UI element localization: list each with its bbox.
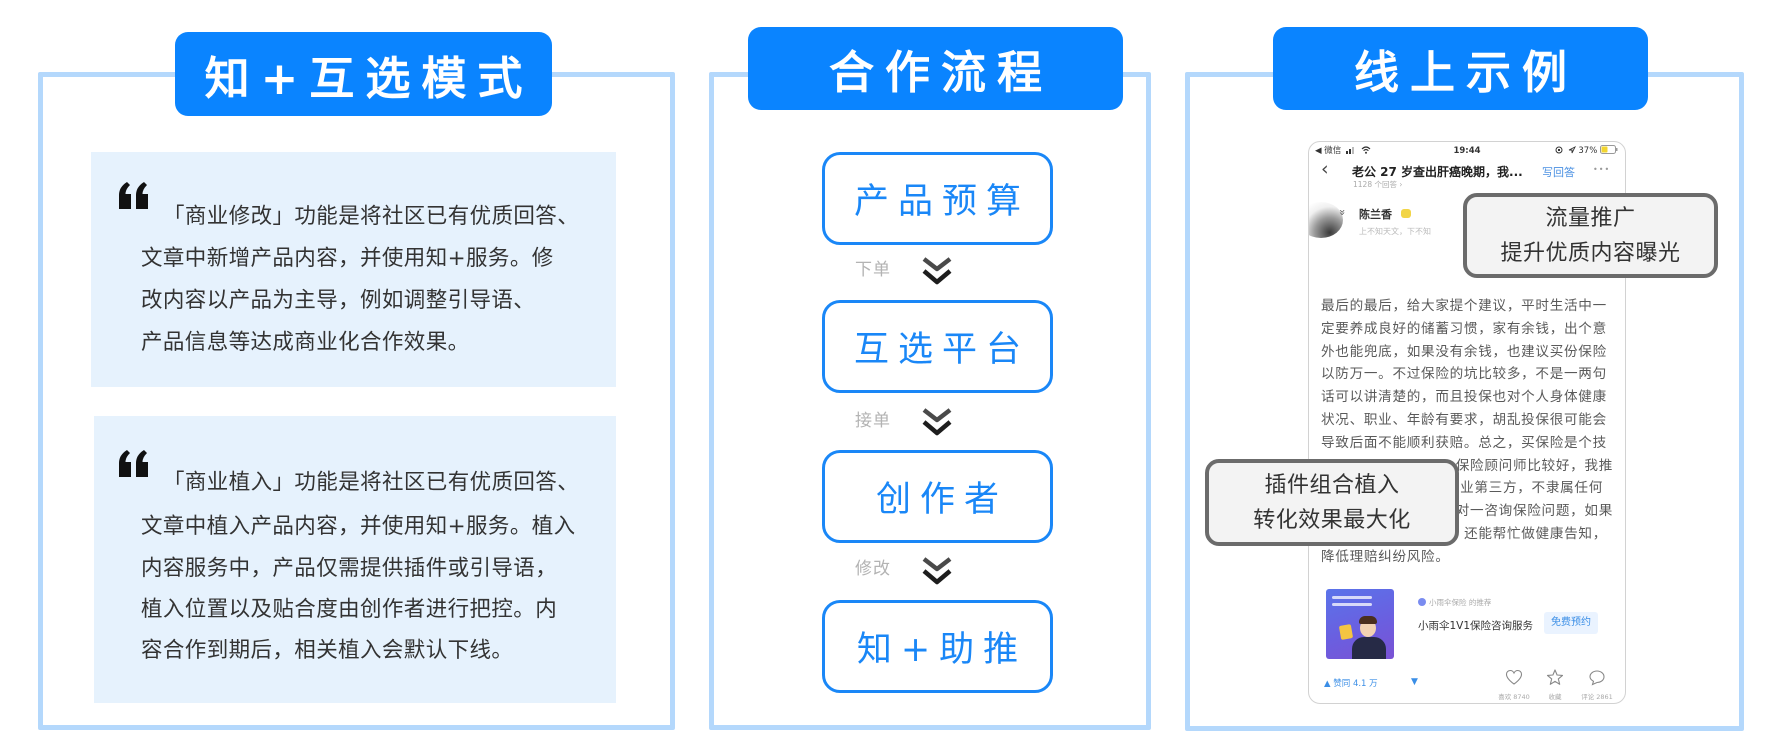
callout-line: 流量推广 xyxy=(1545,205,1636,231)
author-name[interactable]: 陈兰香 xyxy=(1359,208,1392,221)
question-title[interactable]: 老公 27 岁查出肝癌晚期，我... xyxy=(1352,165,1523,179)
connector-label-place-order: 下单 xyxy=(855,260,891,280)
upvote-icon: ▲ xyxy=(1324,679,1331,689)
free-booking-button[interactable]: 免费预约 xyxy=(1544,612,1598,634)
mode-panel-title: 知+互选模式 xyxy=(175,32,552,116)
step-boost-promotion: 知+助推 xyxy=(822,600,1053,693)
orientation-lock-icon xyxy=(1555,146,1563,154)
answer-body: 最后的最后，给大家提个建议，平时生活中一 定要养成良好的储蓄习惯，家有余钱，出个… xyxy=(1321,295,1613,569)
plugin-embed-callout: 插件组合植入 转化效果最大化 xyxy=(1205,459,1459,546)
card-text-line: 产品信息等达成商业化合作效果。 xyxy=(141,330,470,355)
card-text-line: 植入位置以及贴合度由创作者进行把控。内 xyxy=(141,597,558,622)
status-time: 19:44 xyxy=(1453,146,1481,156)
card-text-line: 「商业修改」功能是将社区已有优质回答、 xyxy=(163,204,580,229)
answer-body-line: 最后的最后，给大家提个建议，平时生活中一 xyxy=(1321,298,1607,314)
answer-count-link[interactable]: 1128 个回答 › xyxy=(1353,180,1403,189)
ad-source-label: 小雨伞保险 的推荐 xyxy=(1429,598,1492,607)
write-answer-button[interactable]: 写回答 xyxy=(1542,166,1575,179)
answer-body-line: 以防万一。不过保险的坑比较多，不是一两句 xyxy=(1321,366,1607,383)
ad-image-coin-icon xyxy=(1338,624,1354,640)
commercial-embed-card: 「商业植入」功能是将社区已有优质回答、 文章中植入产品内容，并使用知+服务。植入… xyxy=(94,416,616,703)
answer-body-line: 导致后面不能顺利获赔。总之，买保险是个技 xyxy=(1321,434,1607,451)
callout-line: 转化效果最大化 xyxy=(1253,507,1411,533)
location-icon xyxy=(1568,145,1576,154)
card-text-line: 文章中植入产品内容，并使用知+服务。植入 xyxy=(141,514,576,539)
heart-icon[interactable] xyxy=(1505,669,1523,686)
wifi-icon xyxy=(1361,146,1371,154)
battery-percent: 37% xyxy=(1578,146,1598,156)
double-chevron-down-icon xyxy=(922,257,952,285)
downvote-button[interactable]: ▼ xyxy=(1411,677,1418,687)
comment-icon[interactable] xyxy=(1589,669,1606,686)
author-badge-icon xyxy=(1401,209,1411,218)
ad-title[interactable]: 小雨伞1V1保险咨询服务 xyxy=(1418,620,1534,632)
comment-count-label: 评论 2861 xyxy=(1581,693,1613,701)
ad-source: 小雨伞保险 的推荐 xyxy=(1418,597,1491,608)
status-bar-left: ◀ 微信 xyxy=(1315,145,1371,158)
answer-body-line: 保险顾问师比较好，我推 xyxy=(1455,457,1613,474)
ad-source-logo-icon xyxy=(1418,598,1426,606)
ad-image-person-suit xyxy=(1352,637,1386,659)
step-product-budget: 产品预算 xyxy=(822,152,1053,245)
traffic-promotion-callout: 流量推广 提升优质内容曝光 xyxy=(1463,193,1718,278)
double-chevron-down-icon xyxy=(922,408,952,436)
more-options-icon[interactable]: ••• xyxy=(1593,165,1611,174)
answer-body-line: 降低理赔纠纷风险。 xyxy=(1321,548,1450,565)
callout-line: 提升优质内容曝光 xyxy=(1500,240,1681,266)
open-quote-icon xyxy=(119,182,148,209)
process-panel-title: 合作流程 xyxy=(748,27,1123,110)
ad-plugin-image[interactable] xyxy=(1326,589,1394,659)
answer-body-line: 还能帮忙做健康告知， xyxy=(1464,525,1607,542)
double-chevron-down-icon xyxy=(922,557,952,585)
back-chevron-icon[interactable]: ‹ xyxy=(1321,158,1329,180)
signal-icon xyxy=(1345,147,1354,154)
answer-body-line: 外也能兜底，如果没有余钱，也建议买份保险 xyxy=(1321,343,1607,360)
collapse-chevron-icon[interactable]: » xyxy=(1335,209,1349,216)
open-quote-icon xyxy=(119,450,148,477)
author-bio: 上不知天文，下不知 xyxy=(1359,227,1431,236)
connector-label-revise: 修改 xyxy=(855,559,891,579)
answer-body-line: 定要养成良好的储蓄习惯，家有余钱，出个意 xyxy=(1321,320,1607,337)
back-to-app-label: ◀ 微信 xyxy=(1315,146,1342,156)
upvote-label: 赞同 4.1 万 xyxy=(1333,679,1378,689)
answer-body-line: 业第三方，不隶属任何 xyxy=(1460,480,1603,497)
card-text-line: 文章中新增产品内容，并使用知+服务。修 xyxy=(141,246,554,271)
battery-icon xyxy=(1600,145,1618,154)
status-bar-right: 37% xyxy=(1555,145,1618,158)
phone-screenshot: ◀ 微信 19:44 37% ‹ 老公 27 岁查出肝癌晚期，我... 1128… xyxy=(1308,141,1626,704)
collect-label: 收藏 xyxy=(1548,693,1562,701)
callout-line: 插件组合植入 xyxy=(1264,472,1400,498)
card-text-line: 内容服务中，产品仅需提供插件或引导语， xyxy=(141,556,558,581)
step-creator: 创作者 xyxy=(822,450,1053,543)
answer-body-line: 对一咨询保险问题，如果 xyxy=(1455,503,1613,520)
card-text-line: 「商业植入」功能是将社区已有优质回答、 xyxy=(163,470,580,495)
author-avatar[interactable] xyxy=(1309,202,1343,238)
ad-image-text-line xyxy=(1332,603,1372,606)
ad-image-text-line xyxy=(1332,596,1372,599)
card-text-line: 改内容以产品为主导，例如调整引导语、 xyxy=(141,288,536,313)
example-panel-title: 线上示例 xyxy=(1273,27,1648,110)
ad-image-person-hair xyxy=(1359,616,1377,624)
answer-body-line: 话可以讲清楚的，而且投保也对个人身体健康 xyxy=(1321,389,1607,406)
like-count-label: 喜欢 8740 xyxy=(1498,693,1530,701)
card-text-line: 容合作到期后，相关植入会默认下线。 xyxy=(141,638,514,663)
upvote-button[interactable]: ▲ 赞同 4.1 万 xyxy=(1324,677,1378,689)
star-icon[interactable] xyxy=(1546,669,1564,686)
step-selection-platform: 互选平台 xyxy=(822,300,1053,393)
commercial-edit-card: 「商业修改」功能是将社区已有优质回答、 文章中新增产品内容，并使用知+服务。修 … xyxy=(91,152,616,387)
answer-body-line: 状况、职业、年龄有要求，胡乱投保很可能会 xyxy=(1321,411,1607,428)
connector-label-accept-order: 接单 xyxy=(855,411,891,431)
